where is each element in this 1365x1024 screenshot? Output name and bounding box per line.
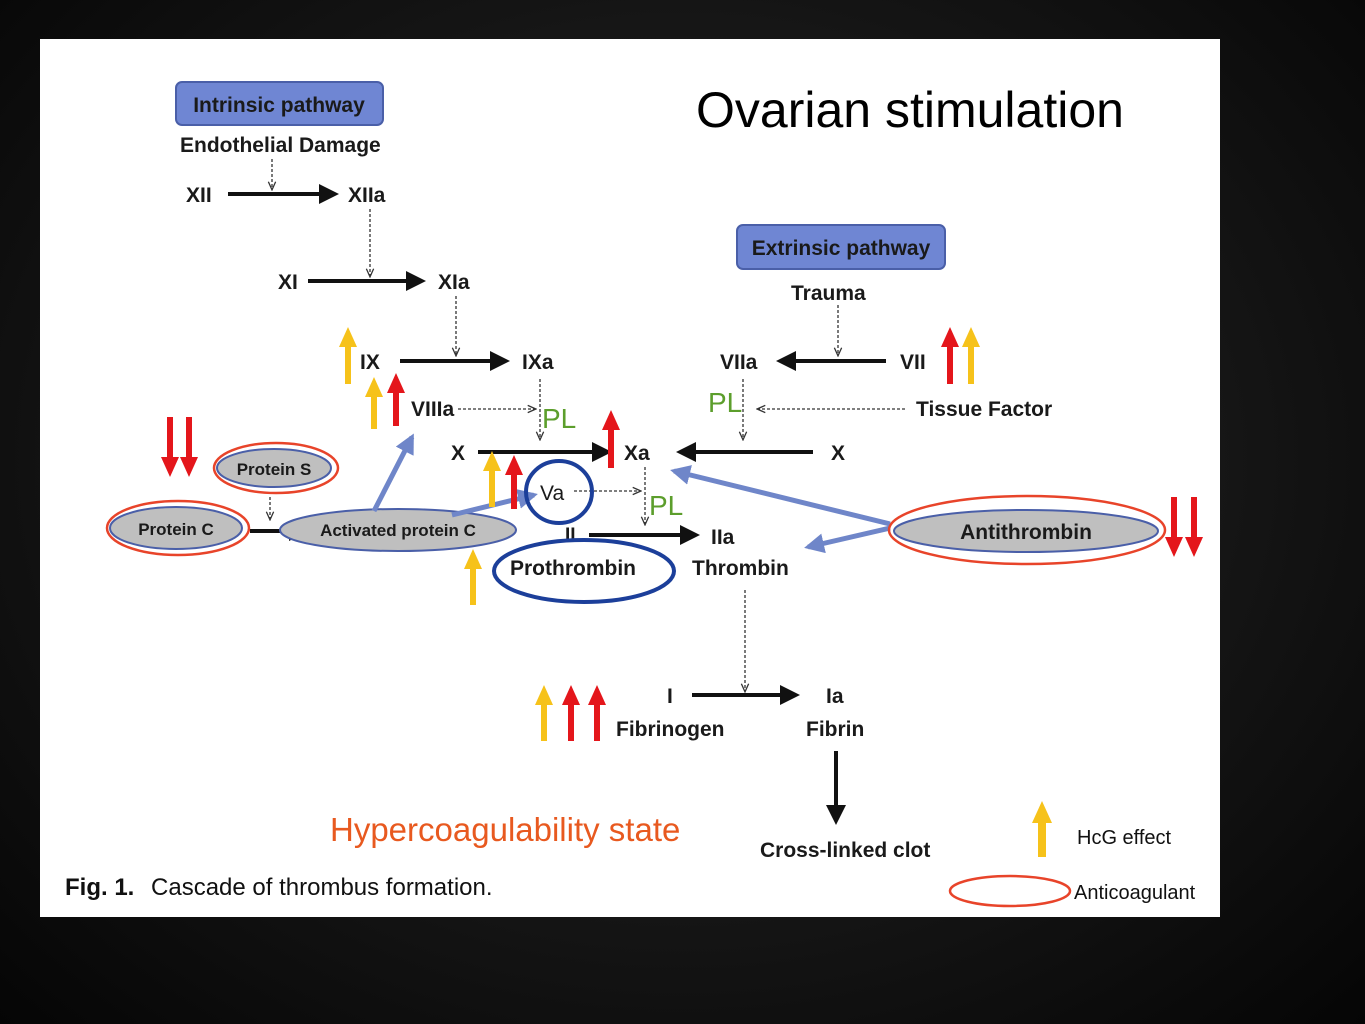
red-up-arrow-viiia [387,373,405,426]
factor-viiia: VIIIa [411,398,455,421]
factor-va: Va [540,482,564,505]
legend-anticoagulant-ring [948,874,1072,908]
factor-ixa: IXa [522,351,554,374]
factor-viia: VIIa [720,351,758,374]
factor-vii: VII [900,351,926,374]
svg-text:Intrinsic pathway: Intrinsic pathway [193,94,365,117]
factor-x-left: X [451,442,465,465]
red-up-arrow-va [505,455,523,509]
cross-linked-clot-label: Cross-linked clot [760,839,930,862]
factor-xa: Xa [624,442,650,465]
red-down-arrow-antithrombin-2 [1185,497,1203,557]
legend: HcG effect Anticoagulant [948,801,1196,908]
hcg-arrow-fibrinogen [535,685,553,741]
extrinsic-pathway-header: Extrinsic pathway [736,224,946,270]
factor-x-right: X [831,442,845,465]
anticoagulant-ring-antithrombin [887,494,1167,566]
pl-label-va: PL [649,490,683,521]
intrinsic-pathway-header: Intrinsic pathway [175,81,384,126]
svg-text:Activated protein C: Activated protein C [320,521,476,540]
legend-hcg-label: HcG effect [1077,827,1172,849]
protein-s-pill: Protein S [216,448,332,488]
anticoagulant-ring-protein-s [212,441,340,495]
endothelial-damage-label: Endothelial Damage [180,134,381,157]
hcg-arrow-viiia [365,377,383,429]
thrombin-label: Thrombin [692,557,789,580]
red-down-arrow-protein-s-1 [161,417,179,477]
svg-text:Antithrombin: Antithrombin [960,521,1092,544]
hcg-arrow-prothrombin [464,549,482,605]
legend-anticoagulant-label: Anticoagulant [1074,882,1196,904]
factor-i: I [667,685,673,708]
hcg-arrow-vii [962,327,980,384]
protein-c-pill: Protein C [109,506,243,550]
hcg-arrow-ix [339,327,357,384]
slide: Ovarian stimulation Hypercoagulability s… [40,39,1220,917]
trauma-label: Trauma [791,282,866,305]
factor-ia: Ia [826,685,844,708]
svg-text:Protein S: Protein S [237,460,312,479]
factor-xiia: XIIa [348,184,386,207]
prothrombin-label: Prothrombin [510,557,636,580]
pl-label-tissue-factor: PL [708,387,742,418]
svg-text:Extrinsic pathway: Extrinsic pathway [752,237,931,260]
tissue-factor: Tissue Factor [916,398,1052,421]
red-down-arrow-protein-s-2 [180,417,198,477]
factor-ix: IX [360,351,380,374]
factor-iia: IIa [711,526,735,549]
antithrombin-pill: Antithrombin [893,509,1159,553]
figure-caption: Fig. 1. Cascade of thrombus formation. [65,874,493,901]
svg-text:Protein C: Protein C [138,520,214,539]
fibrin-label: Fibrin [806,718,864,741]
pl-label-viiia: PL [542,403,576,434]
legend-hcg-arrow [1032,801,1052,857]
va-focus-ring [524,459,594,525]
factor-ii: II [565,525,576,546]
slide-title: Ovarian stimulation [696,82,1124,138]
activated-protein-c-pill: Activated protein C [279,508,517,552]
factor-xii: XII [186,184,212,207]
hcg-arrow-va [483,451,501,507]
coagulation-cascade-diagram: Ovarian stimulation Hypercoagulability s… [65,81,1203,908]
factor-xi: XI [278,271,298,294]
effect-arrows [161,327,1203,741]
red-up-arrow-vii [941,327,959,384]
figure-caption-text: Cascade of thrombus formation. [151,874,493,901]
figure-caption-prefix: Fig. 1. [65,874,134,901]
prothrombin-focus-ring [492,538,676,604]
red-up-arrow-fibrinogen-2 [588,685,606,741]
red-up-arrow-fibrinogen-1 [562,685,580,741]
red-down-arrow-antithrombin-1 [1165,497,1183,557]
factor-xia: XIa [438,271,470,294]
fibrinogen-label: Fibrinogen [616,718,725,741]
red-up-arrow-xa [602,410,620,468]
hypercoagulability-label: Hypercoagulability state [330,811,680,848]
anticoagulant-ring-protein-c [105,499,251,557]
